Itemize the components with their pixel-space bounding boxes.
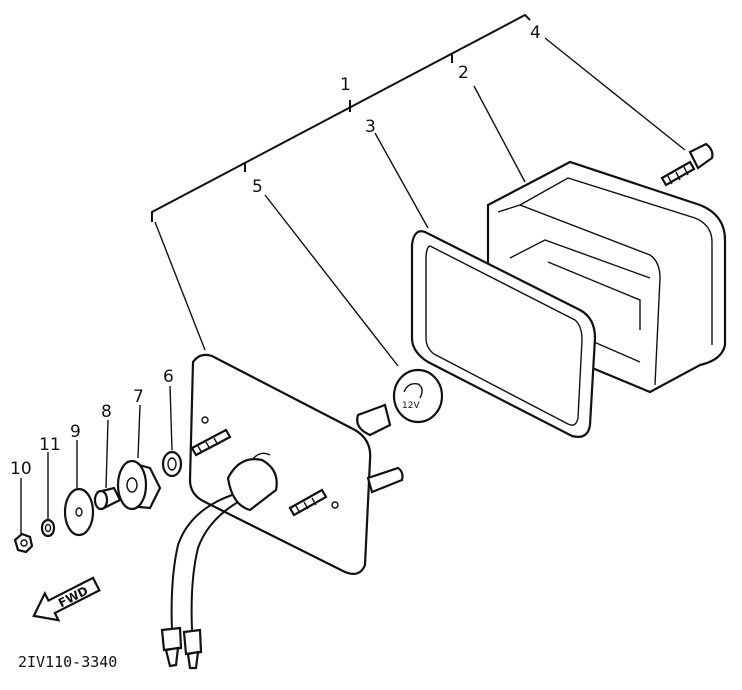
- studs: [190, 428, 328, 517]
- base-plate: [188, 353, 404, 575]
- callout-11: 11: [39, 435, 61, 455]
- callout-7: 7: [133, 387, 144, 407]
- callout-labels: 1 2 3 4 5 6 7 8 9 10 11: [10, 23, 541, 479]
- leader-lines: [154, 37, 686, 367]
- bulb: 12V: [356, 368, 444, 437]
- callout-3: 3: [365, 117, 376, 137]
- fwd-direction-arrow: FWD: [32, 576, 101, 622]
- callout-9: 9: [70, 422, 81, 442]
- assembly-bracket: [151, 13, 531, 222]
- part-code: 2IV110-3340: [18, 653, 117, 671]
- callout-8: 8: [101, 402, 112, 422]
- callout-2: 2: [458, 63, 469, 83]
- callout-5: 5: [252, 177, 263, 197]
- plate-washer-9: [63, 487, 95, 537]
- grommet-7: [116, 459, 162, 511]
- gasket: [410, 230, 597, 438]
- washer-6: [161, 450, 183, 478]
- callout-4: 4: [530, 23, 541, 43]
- collar-8: [93, 486, 122, 511]
- lens-screw: [660, 142, 714, 187]
- lock-washer-11: [40, 518, 56, 538]
- callout-1: 1: [340, 75, 351, 95]
- nut-10: [13, 532, 34, 554]
- wiring-harness: [160, 494, 239, 670]
- small-part-leaders: [20, 385, 173, 534]
- callout-6: 6: [163, 367, 174, 387]
- svg-text:12V: 12V: [402, 401, 420, 411]
- callout-10: 10: [10, 459, 32, 479]
